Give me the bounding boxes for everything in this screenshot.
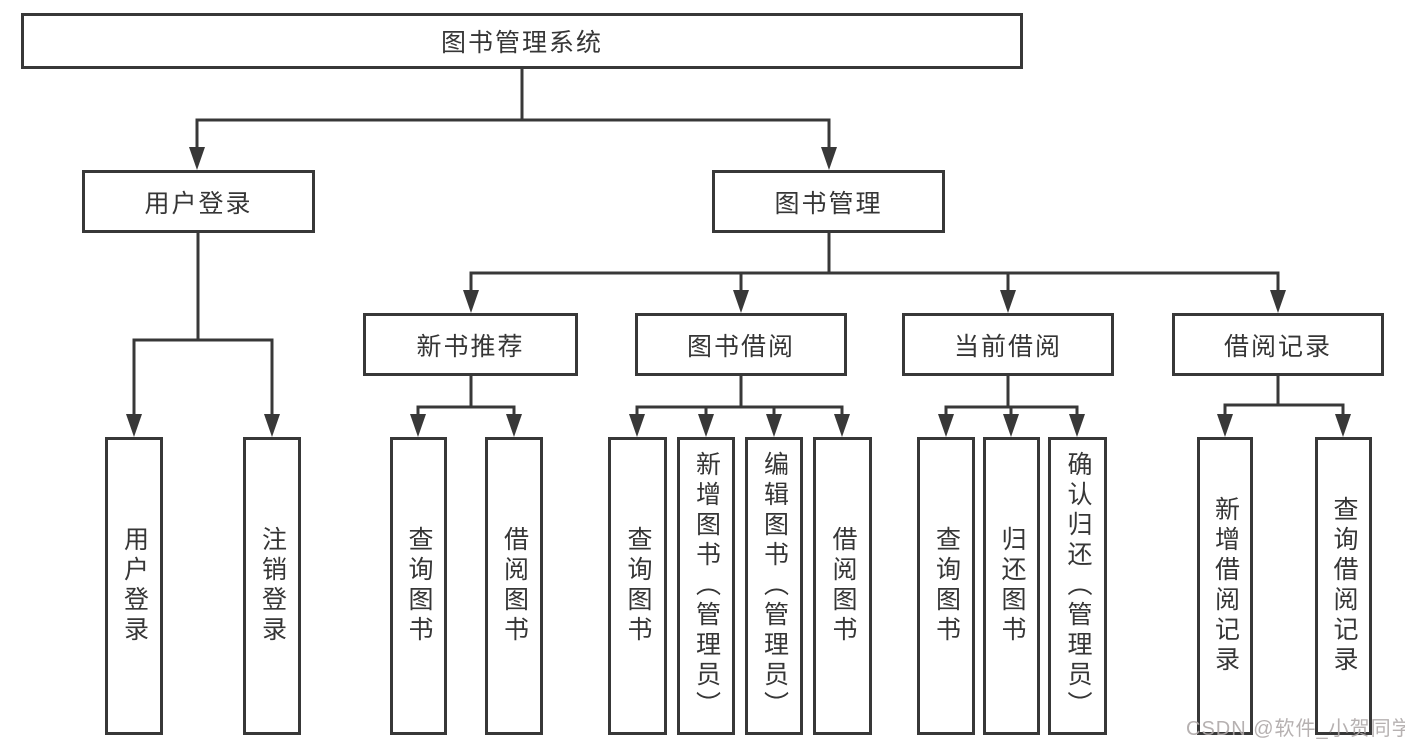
leaf-logout: 注销登录	[243, 437, 301, 735]
leaf-query-books-borrowing-label: 查询图书	[624, 526, 651, 646]
node-current-borrowing: 当前借阅	[902, 313, 1114, 376]
leaf-user-login-label: 用户登录	[120, 526, 148, 646]
leaf-query-books-recommend-label: 查询图书	[405, 526, 432, 646]
leaf-edit-book-admin-label: 编辑图书（管理员）	[760, 451, 788, 721]
leaf-borrow-books-borrowing: 借阅图书	[813, 437, 872, 735]
node-book-borrowing: 图书借阅	[635, 313, 847, 376]
leaf-edit-book-admin: 编辑图书（管理员）	[745, 437, 803, 735]
leaf-return-book: 归还图书	[983, 437, 1040, 735]
leaf-logout-label: 注销登录	[258, 526, 286, 646]
leaf-add-borrow-record: 新增借阅记录	[1197, 437, 1253, 735]
leaf-query-books-borrowing: 查询图书	[608, 437, 667, 735]
leaf-borrow-books-borrowing-label: 借阅图书	[829, 526, 856, 646]
leaf-user-login: 用户登录	[105, 437, 163, 735]
node-borrowing-records: 借阅记录	[1172, 313, 1384, 376]
leaf-query-books-current-label: 查询图书	[932, 526, 960, 646]
node-new-book-recommendation: 新书推荐	[363, 313, 578, 376]
leaf-add-borrow-record-label: 新增借阅记录	[1211, 496, 1239, 676]
leaf-query-books-recommend: 查询图书	[390, 437, 447, 735]
leaf-add-book-admin: 新增图书（管理员）	[677, 437, 735, 735]
leaf-query-books-current: 查询图书	[917, 437, 975, 735]
leaf-confirm-return-admin-label: 确认归还（管理员）	[1064, 451, 1091, 721]
node-root-library-management-system: 图书管理系统	[21, 13, 1023, 69]
leaf-borrow-books-recommend-label: 借阅图书	[500, 526, 528, 646]
node-book-management: 图书管理	[712, 170, 945, 233]
csdn-watermark: CSDN @软件_小贺同学	[1186, 718, 1405, 740]
leaf-query-borrow-record-label: 查询借阅记录	[1330, 496, 1357, 676]
node-user-login: 用户登录	[82, 170, 315, 233]
leaf-confirm-return-admin: 确认归还（管理员）	[1048, 437, 1107, 735]
leaf-borrow-books-recommend: 借阅图书	[485, 437, 543, 735]
leaf-add-book-admin-label: 新增图书（管理员）	[692, 451, 720, 721]
leaf-return-book-label: 归还图书	[998, 526, 1025, 646]
leaf-query-borrow-record: 查询借阅记录	[1315, 437, 1372, 735]
